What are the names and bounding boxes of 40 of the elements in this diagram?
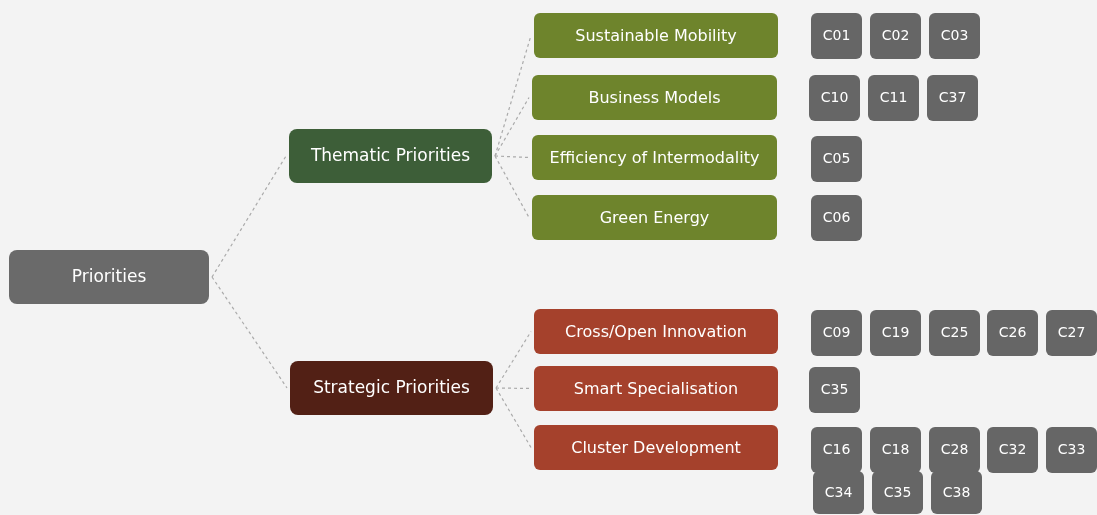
connector-line bbox=[495, 330, 532, 389]
code-tag: C05 bbox=[811, 136, 862, 182]
code-tag: C32 bbox=[987, 427, 1038, 473]
category-box: Strategic Priorities bbox=[290, 361, 493, 415]
code-tag: C02 bbox=[870, 13, 921, 59]
category-box: Thematic Priorities bbox=[289, 129, 492, 183]
connector-line bbox=[494, 155, 530, 219]
code-tag: C28 bbox=[929, 427, 980, 473]
connector-line bbox=[495, 387, 532, 449]
code-tag: C18 bbox=[870, 427, 921, 473]
code-tag: C03 bbox=[929, 13, 980, 59]
code-tag: C09 bbox=[811, 310, 862, 356]
topic-box: Smart Specialisation bbox=[534, 366, 778, 411]
connector-line bbox=[494, 155, 530, 159]
code-tag: C25 bbox=[929, 310, 980, 356]
topic-box: Green Energy bbox=[532, 195, 777, 240]
code-tag: C19 bbox=[870, 310, 921, 356]
code-tag: C06 bbox=[811, 195, 862, 241]
root-box: Priorities bbox=[9, 250, 209, 304]
code-tag: C35 bbox=[872, 471, 923, 514]
topic-box: Efficiency of Intermodality bbox=[532, 135, 777, 180]
topic-box: Cluster Development bbox=[534, 425, 778, 470]
code-tag: C10 bbox=[809, 75, 860, 121]
code-tag: C37 bbox=[927, 75, 978, 121]
code-tag: C35 bbox=[809, 367, 860, 413]
topic-box: Sustainable Mobility bbox=[534, 13, 778, 58]
topic-box: Cross/Open Innovation bbox=[534, 309, 778, 354]
connector-line bbox=[211, 276, 288, 389]
code-tag: C34 bbox=[813, 471, 864, 514]
code-tag: C01 bbox=[811, 13, 862, 59]
code-tag: C26 bbox=[987, 310, 1038, 356]
connector-line bbox=[211, 155, 287, 278]
code-tag: C33 bbox=[1046, 427, 1097, 473]
code-tag: C11 bbox=[868, 75, 919, 121]
connector-line bbox=[495, 387, 532, 390]
code-tag: C38 bbox=[931, 471, 982, 514]
topic-box: Business Models bbox=[532, 75, 777, 120]
code-tag: C16 bbox=[811, 427, 862, 473]
connector-line bbox=[494, 96, 530, 157]
code-tag: C27 bbox=[1046, 310, 1097, 356]
